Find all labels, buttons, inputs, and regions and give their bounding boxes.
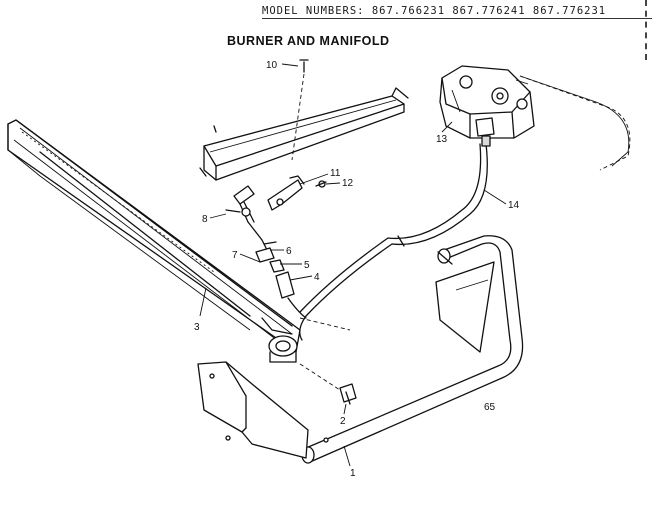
fitting-dashed-axis: [299, 363, 341, 391]
callout-14: 14: [508, 200, 520, 211]
callout-13: 13: [436, 134, 448, 145]
callout-8: 8: [202, 214, 208, 225]
deflector-pin: [213, 125, 217, 133]
base-shield: [197, 361, 329, 459]
screw: [299, 59, 309, 73]
leader-11: [299, 173, 329, 185]
callout-4: 4: [314, 272, 320, 283]
callout-3: 3: [194, 322, 200, 333]
bracket: [267, 175, 305, 211]
burner: [7, 119, 301, 363]
leader-12: [325, 182, 341, 185]
leader-4: [289, 275, 313, 281]
callout-10: 10: [266, 60, 278, 71]
leader-3: [199, 287, 207, 317]
orifice-fitting: [339, 383, 357, 405]
model-numbers: MODEL NUMBERS: 867.766231 867.776241 867…: [262, 5, 652, 19]
gas-valve: [439, 65, 535, 147]
callout-65: 65: [484, 402, 496, 413]
screw-dashed-axis: [291, 73, 305, 161]
callout-6: 6: [286, 246, 292, 257]
clip: [315, 180, 327, 188]
diagram-title: BURNER AND MANIFOLD: [227, 34, 390, 48]
leader-13: [441, 121, 453, 133]
callout-5: 5: [304, 260, 310, 271]
callout-7: 7: [232, 250, 238, 261]
callout-1: 1: [350, 468, 356, 479]
corner-mark: [645, 0, 650, 60]
heater-frame: [301, 235, 524, 464]
leader-8: [209, 213, 227, 219]
leader-1: [343, 445, 351, 467]
screw-leader-line: [281, 63, 299, 67]
callout-2: 2: [340, 416, 346, 427]
leader-7: [239, 253, 261, 263]
burner-deflector: [199, 87, 409, 181]
housing-outline-upper: [519, 75, 630, 167]
orifice-assembly: [225, 185, 295, 299]
callout-11: 11: [330, 168, 341, 179]
leader-2: [343, 403, 347, 415]
gas-line: [287, 143, 488, 341]
callout-12: 12: [342, 178, 354, 189]
housing-outline: [299, 75, 631, 331]
leader-14: [483, 189, 507, 205]
